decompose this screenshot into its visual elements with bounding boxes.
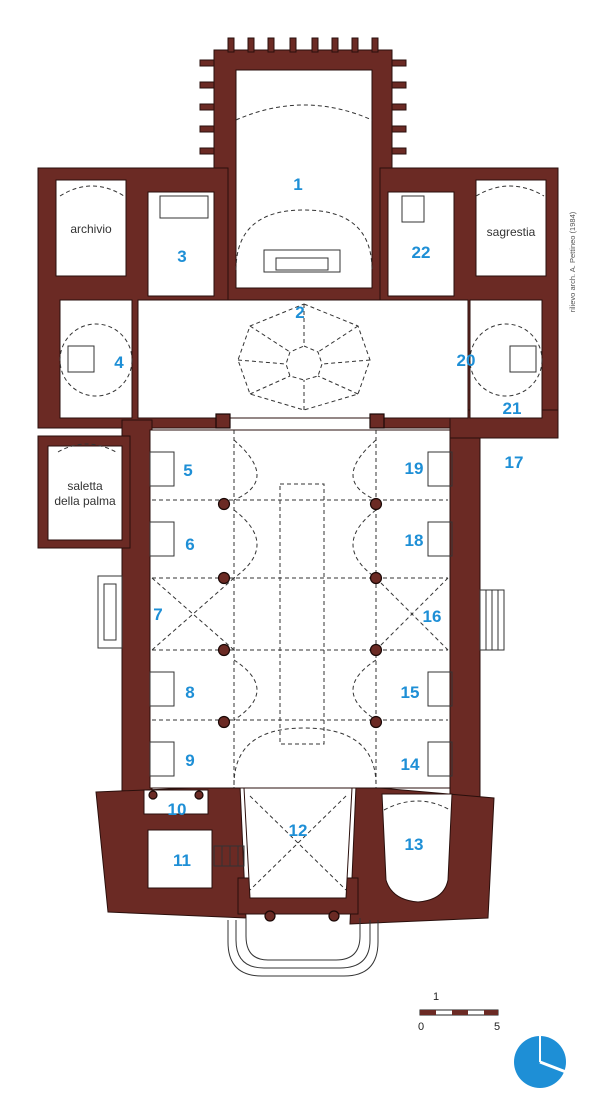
scale-label-5: 5 (494, 1021, 500, 1033)
room-number-11: 11 (173, 851, 191, 870)
room-number-4: 4 (114, 353, 124, 372)
room-number-7: 7 (153, 605, 162, 624)
side-altars (67, 195, 537, 777)
room-numbers: 1 2 3 4 5 6 7 8 9 10 11 12 13 14 15 16 1… (114, 175, 523, 870)
room-number-16: 16 (423, 607, 442, 626)
room-number-1: 1 (293, 175, 302, 194)
room-number-5: 5 (183, 461, 192, 480)
scale-bar: 1 0 5 (418, 991, 500, 1033)
archive-label: archivio (70, 222, 112, 236)
room-number-3: 3 (177, 247, 186, 266)
room-number-13: 13 (405, 835, 424, 854)
survey-credit: rilievo arch. A. Pettineo (1984) (568, 211, 577, 312)
room-number-12: 12 (289, 821, 308, 840)
room-number-9: 9 (185, 751, 194, 770)
palm-room-label-line2: della palma (54, 494, 116, 508)
room-number-17: 17 (505, 453, 524, 472)
room-number-8: 8 (185, 683, 194, 702)
room-number-10: 10 (168, 800, 187, 819)
front-portico (227, 918, 379, 977)
scale-label-1: 1 (433, 991, 439, 1003)
scale-label-0: 0 (418, 1021, 424, 1033)
sacristy-label: sagrestia (487, 225, 536, 239)
room-names: archivio sagrestia saletta della palma (54, 222, 535, 508)
room-number-20: 20 (457, 351, 476, 370)
vault-lines (57, 104, 545, 891)
room-number-15: 15 (401, 683, 420, 702)
room-number-2: 2 (295, 303, 304, 322)
palm-room-label-line1: saletta (67, 479, 103, 493)
room-number-19: 19 (405, 459, 424, 478)
nave-pillars (148, 413, 385, 922)
room-number-14: 14 (401, 755, 420, 774)
room-number-22: 22 (412, 243, 431, 262)
side-stairs (97, 575, 505, 867)
compass-icon (514, 1036, 567, 1088)
room-number-6: 6 (185, 535, 194, 554)
buttresses (199, 37, 407, 155)
room-number-21: 21 (503, 399, 522, 418)
room-number-18: 18 (405, 531, 424, 550)
